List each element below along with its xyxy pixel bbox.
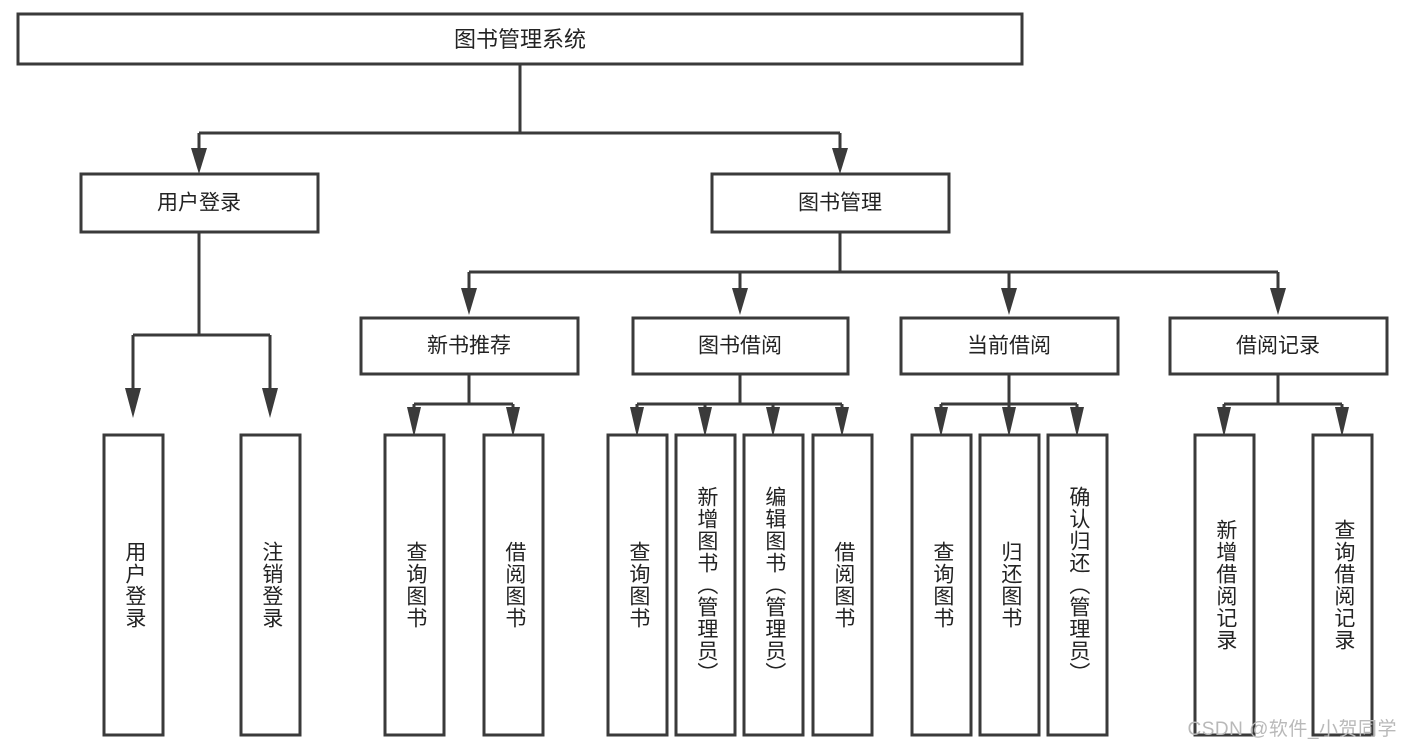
leaf-current-borrow-query[interactable]: 查询图书: [910, 433, 973, 737]
leaf-current-borrow-return[interactable]: 归还图书: [978, 433, 1041, 737]
leaf-label: 确认归还（管理员）: [1066, 486, 1090, 684]
leaf-new-book-borrow[interactable]: 借阅图书: [482, 433, 545, 737]
node-new-book-recommend-label: 新书推荐: [427, 335, 511, 358]
node-current-borrow[interactable]: 当前借阅: [899, 316, 1120, 376]
leaf-label: 编辑图书（管理员）: [762, 486, 786, 684]
node-book-borrow-label: 图书借阅: [698, 335, 782, 358]
connector-borrowrecord-to-leaves: [1217, 375, 1349, 437]
node-current-borrow-label: 当前借阅: [967, 335, 1051, 358]
leaf-new-book-query[interactable]: 查询图书: [383, 433, 446, 737]
leaf-label: 查询图书: [403, 541, 427, 629]
connector-newbook-to-leaves: [407, 375, 520, 437]
node-borrow-record-label: 借阅记录: [1236, 335, 1320, 358]
leaf-label: 新增图书（管理员）: [694, 486, 718, 684]
leaf-label: 借阅图书: [502, 541, 526, 629]
node-new-book-recommend[interactable]: 新书推荐: [359, 316, 580, 376]
node-root[interactable]: 图书管理系统: [16, 12, 1024, 66]
node-book-borrow[interactable]: 图书借阅: [631, 316, 850, 376]
leaf-book-borrow-edit[interactable]: 编辑图书（管理员）: [742, 433, 805, 737]
node-user-login-label: 用户登录: [157, 192, 241, 215]
node-book-management[interactable]: 图书管理: [710, 172, 951, 234]
leaf-label: 查询图书: [930, 541, 954, 629]
leaf-label: 借阅图书: [831, 541, 855, 629]
leaf-borrow-record-query[interactable]: 查询借阅记录: [1311, 433, 1374, 737]
leaf-label: 注销登录: [259, 541, 283, 629]
leaf-label: 查询借阅记录: [1331, 519, 1355, 651]
connector-bookborrow-to-leaves: [630, 375, 849, 437]
leaf-user-login-login[interactable]: 用户登录: [102, 433, 165, 737]
leaf-book-borrow-borrow[interactable]: 借阅图书: [811, 433, 874, 737]
leaf-book-borrow-add[interactable]: 新增图书（管理员）: [674, 433, 737, 737]
connector-root-to-level2: [191, 64, 848, 174]
leaf-label: 查询图书: [626, 541, 650, 629]
leaf-book-borrow-query[interactable]: 查询图书: [606, 433, 669, 737]
connector-userlogin-to-leaves: [125, 232, 278, 418]
node-borrow-record[interactable]: 借阅记录: [1168, 316, 1389, 376]
leaf-user-login-logout[interactable]: 注销登录: [239, 433, 302, 737]
leaf-label: 归还图书: [998, 541, 1022, 629]
leaf-label: 新增借阅记录: [1213, 519, 1237, 651]
connector-bookmgmt-to-level3: [461, 232, 1286, 315]
node-book-management-label: 图书管理: [798, 192, 882, 215]
leaf-current-borrow-confirm-return[interactable]: 确认归还（管理员）: [1046, 433, 1109, 737]
connector-currentborrow-to-leaves: [934, 375, 1084, 437]
leaf-label: 用户登录: [122, 541, 146, 629]
node-user-login[interactable]: 用户登录: [79, 172, 320, 234]
node-root-label: 图书管理系统: [454, 27, 586, 52]
leaf-borrow-record-add[interactable]: 新增借阅记录: [1193, 433, 1256, 737]
